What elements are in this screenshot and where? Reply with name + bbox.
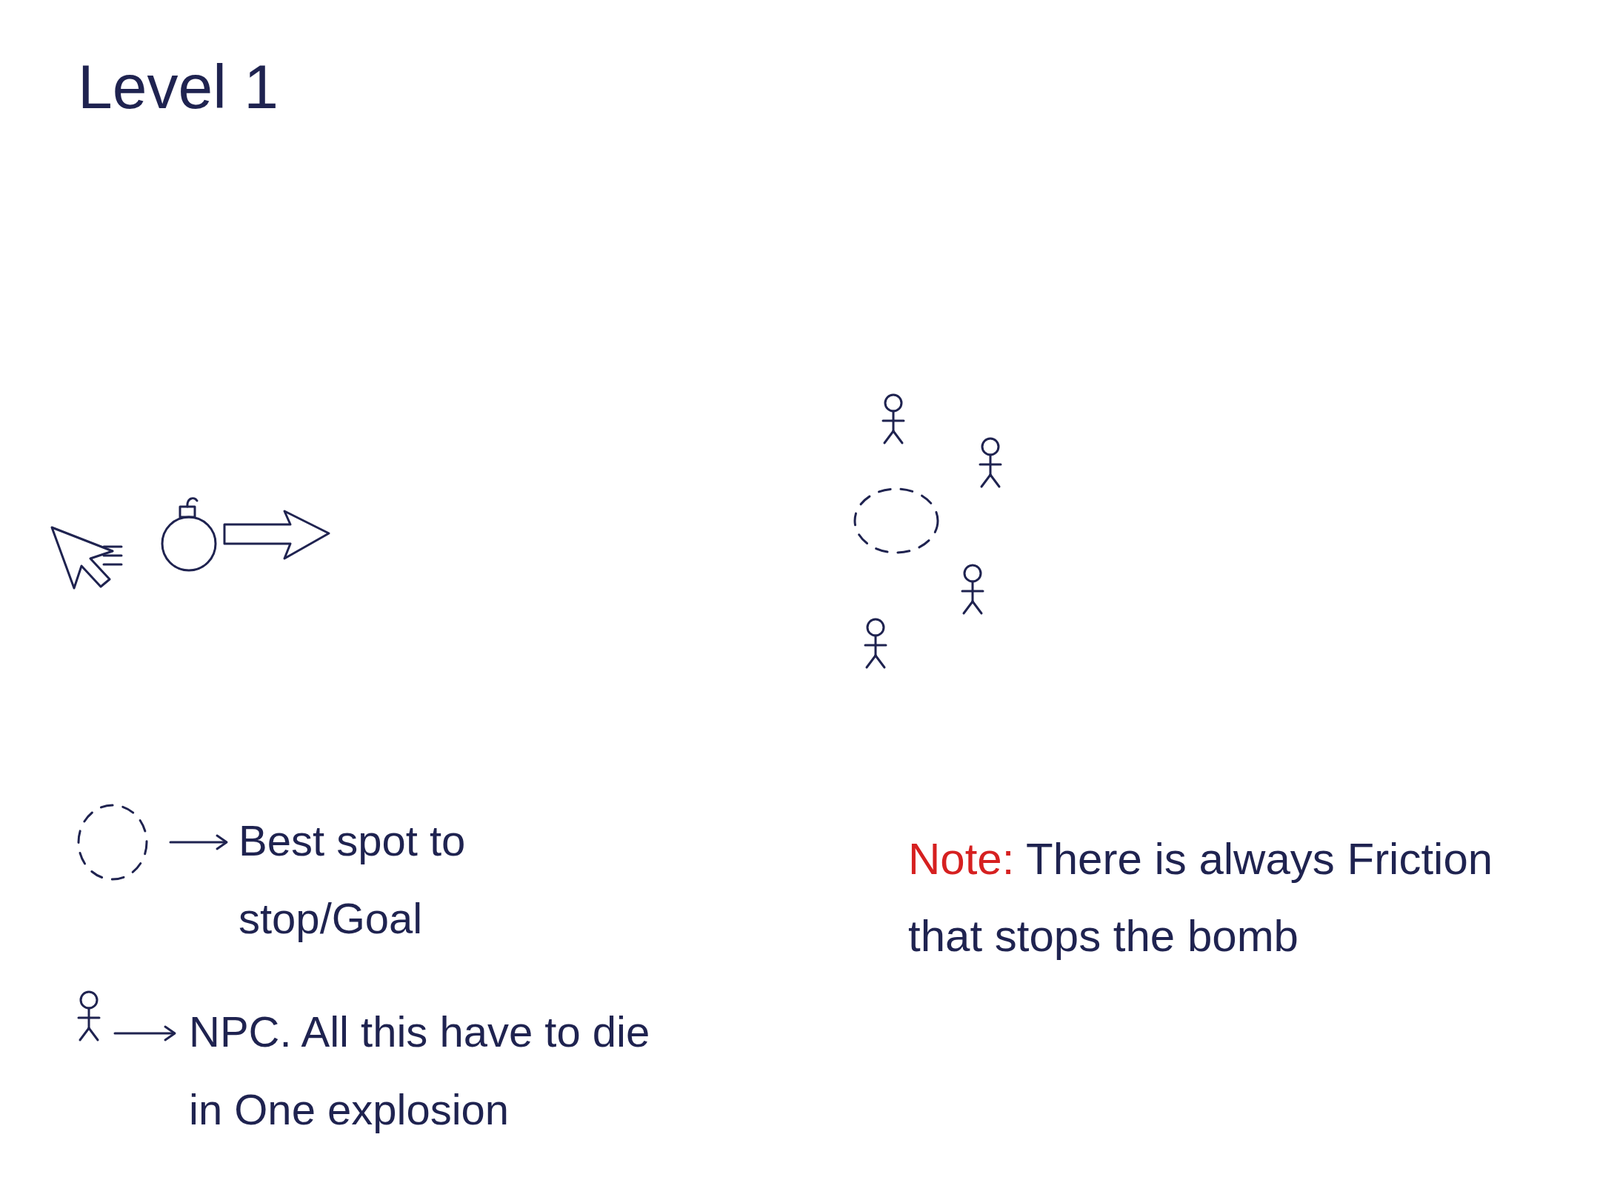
npc-figure [962,565,983,614]
npc-figure [980,438,1001,487]
direction-arrow [224,511,329,559]
legend-text: Best spot to stop/Goal [238,801,565,958]
note-heading: Note: [908,834,1015,884]
legend-entry: Best spot to stop/Goal [238,801,565,958]
npc-figure [865,619,886,668]
legend-arrow [170,835,227,849]
note-block: Note: There is always Friction that stop… [908,820,1523,975]
legend-arrow [114,1026,175,1040]
title-block: Level 1 [77,45,279,128]
legend-entry: NPC. All this have to die in One explosi… [188,992,678,1149]
bomb-icon [162,498,216,571]
legend-goal-sample [78,805,147,880]
npc-figure [882,394,904,443]
note-paragraph: Note: There is always Friction that stop… [908,820,1523,975]
mouse-cursor [51,527,122,589]
legend-text: NPC. All this have to die in One explosi… [188,992,678,1149]
goal-spot [854,488,938,553]
legend-npc-sample [78,991,100,1040]
level-title: Level 1 [77,45,279,128]
